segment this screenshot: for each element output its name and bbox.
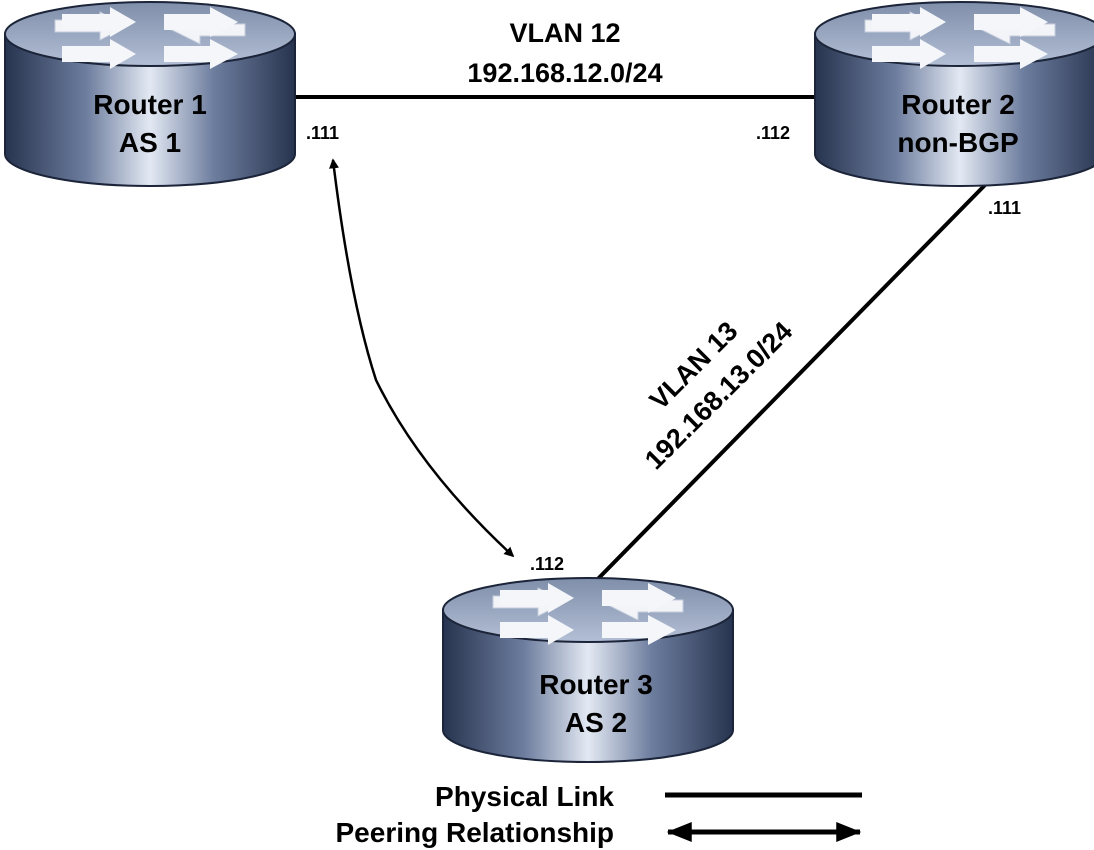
legend-peering-label: Peering Relationship: [336, 817, 615, 848]
peering-link-r1-r3: [329, 158, 515, 558]
router-3-as: AS 2: [565, 707, 627, 738]
legend-physical-label: Physical Link: [435, 781, 614, 812]
router-3-name: Router 3: [539, 669, 653, 700]
legend: Physical Link Peering Relationship: [336, 781, 862, 848]
router-2: Router 2 non-BGP: [814, 1, 1094, 187]
r1-iface-vlan12: .111: [306, 123, 339, 143]
router-1: Router 1 AS 1: [4, 1, 296, 187]
router-1-as: AS 1: [119, 127, 181, 158]
r2-iface-vlan12: .112: [756, 123, 790, 143]
router-3: Router 3 AS 2: [442, 577, 734, 763]
vlan12-label: VLAN 12: [509, 18, 620, 48]
r3-iface-vlan13: .112: [530, 554, 564, 574]
router-1-name: Router 1: [93, 89, 207, 120]
router-2-type: non-BGP: [897, 127, 1018, 158]
router-2-name: Router 2: [901, 89, 1015, 120]
vlan12-subnet: 192.168.12.0/24: [467, 58, 662, 88]
link-vlan13: [585, 183, 987, 592]
r2-iface-vlan13: .111: [988, 198, 1021, 218]
